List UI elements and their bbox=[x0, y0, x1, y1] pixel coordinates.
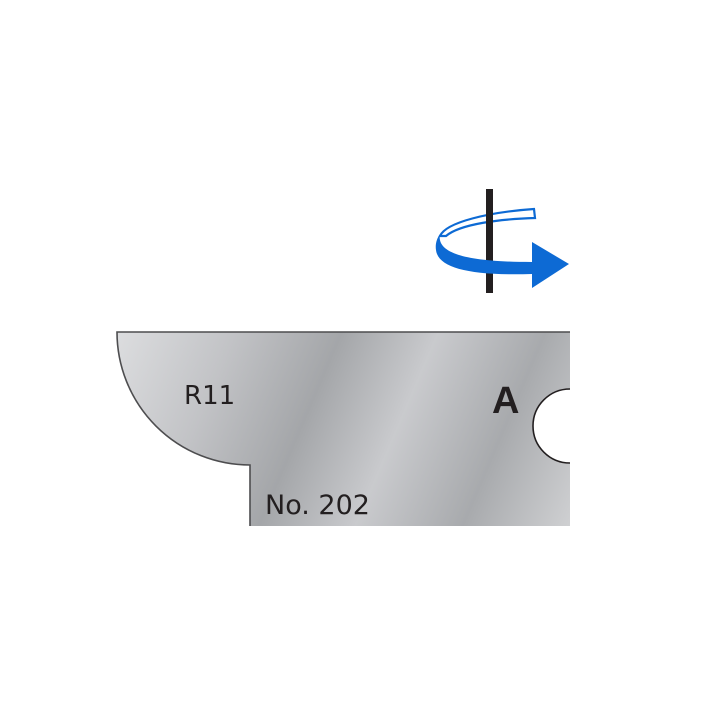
rotation-arrow-icon bbox=[435, 234, 569, 288]
rotation-axis bbox=[486, 189, 493, 293]
rotation-ribbon-back bbox=[438, 207, 537, 238]
knife-profile: R11 A No. 202 bbox=[116, 331, 571, 526]
part-number-label: No. 202 bbox=[265, 490, 370, 521]
knife-notch-outline bbox=[532, 388, 571, 464]
side-label: A bbox=[492, 380, 519, 422]
knife-outline bbox=[116, 331, 570, 526]
rotation-indicator bbox=[435, 189, 569, 293]
knife-body bbox=[117, 332, 570, 526]
radius-label: R11 bbox=[184, 381, 235, 411]
